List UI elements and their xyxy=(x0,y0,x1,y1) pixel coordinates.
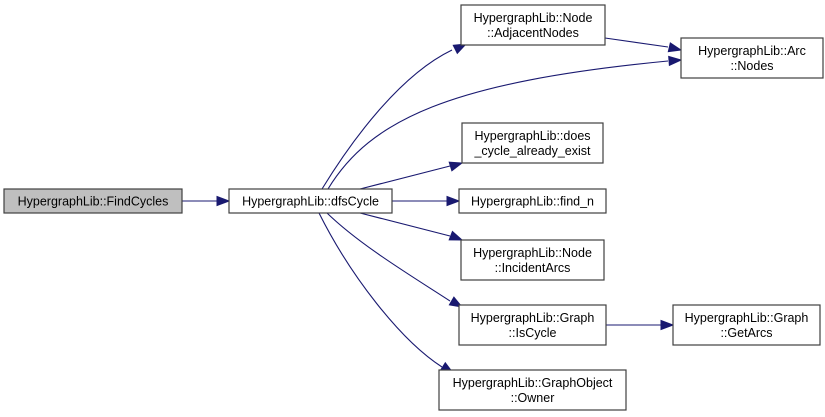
edge-line xyxy=(359,212,451,237)
edges-layer xyxy=(182,37,683,374)
edge-adjacentnodes-arcnodes xyxy=(604,37,683,53)
edge-dfscycle-findn xyxy=(392,195,461,207)
arrowhead-icon xyxy=(448,230,464,241)
node-label: HypergraphLib::Node xyxy=(474,11,593,25)
arrowhead-icon xyxy=(452,43,468,55)
node-box[interactable] xyxy=(461,122,604,164)
node-findcycles[interactable]: HypergraphLib::FindCycles xyxy=(3,188,183,214)
edge-line xyxy=(327,60,669,190)
arrowhead-icon xyxy=(668,55,683,67)
edge-dfscycle-owner xyxy=(318,212,455,374)
node-label: HypergraphLib::Arc xyxy=(698,44,806,58)
node-label: HypergraphLib::dfsCycle xyxy=(242,195,379,209)
node-box[interactable] xyxy=(680,37,824,79)
node-label: ::AdjacentNodes xyxy=(487,26,579,40)
node-label: HypergraphLib::Graph xyxy=(685,311,809,325)
edge-findcycles-dfscycle xyxy=(182,195,231,207)
edge-line xyxy=(318,212,443,368)
node-label: HypergraphLib::does xyxy=(474,129,590,143)
node-doescycle[interactable]: HypergraphLib::does_cycle_already_exist xyxy=(461,122,604,164)
node-box[interactable] xyxy=(3,188,183,214)
node-adjacentnodes[interactable]: HypergraphLib::Node::AdjacentNodes xyxy=(460,4,606,46)
node-label: ::GetArcs xyxy=(720,326,772,340)
node-findn[interactable]: HypergraphLib::find_n xyxy=(458,188,607,214)
node-label: HypergraphLib::find_n xyxy=(471,195,594,209)
edge-dfscycle-iscycle xyxy=(326,212,464,308)
node-owner[interactable]: HypergraphLib::GraphObject::Owner xyxy=(438,369,627,411)
edge-dfscycle-doescycle xyxy=(359,161,464,190)
arrowhead-icon xyxy=(448,161,464,172)
node-box[interactable] xyxy=(228,188,393,214)
node-label: HypergraphLib::FindCycles xyxy=(18,195,169,209)
edge-line xyxy=(321,49,453,190)
edge-line xyxy=(326,212,451,302)
node-box[interactable] xyxy=(458,188,607,214)
node-box[interactable] xyxy=(672,304,821,346)
edge-dfscycle-adjacentnodes xyxy=(321,43,468,190)
arrowhead-icon xyxy=(216,195,231,207)
node-box[interactable] xyxy=(460,239,605,281)
node-label: HypergraphLib::GraphObject xyxy=(453,376,613,390)
node-label: ::IncidentArcs xyxy=(495,261,571,275)
node-getarcs[interactable]: HypergraphLib::Graph::GetArcs xyxy=(672,304,821,346)
edge-iscycle-getarcs xyxy=(606,319,675,331)
node-box[interactable] xyxy=(458,304,607,346)
node-label: HypergraphLib::Node xyxy=(473,246,592,260)
edge-dfscycle-incidentarcs xyxy=(359,212,464,241)
node-incidentarcs[interactable]: HypergraphLib::Node::IncidentArcs xyxy=(460,239,605,281)
edge-line xyxy=(359,165,451,190)
node-label: ::Owner xyxy=(511,391,555,405)
arrowhead-icon xyxy=(446,195,461,207)
node-box[interactable] xyxy=(460,4,606,46)
edge-dfscycle-arcnodes xyxy=(327,55,683,190)
node-label: _cycle_already_exist xyxy=(473,144,591,158)
node-box[interactable] xyxy=(438,369,627,411)
node-label: ::IsCycle xyxy=(509,326,557,340)
edge-line xyxy=(604,37,669,48)
node-label: ::Nodes xyxy=(730,59,773,73)
node-iscycle[interactable]: HypergraphLib::Graph::IsCycle xyxy=(458,304,607,346)
node-dfscycle[interactable]: HypergraphLib::dfsCycle xyxy=(228,188,393,214)
node-arcnodes[interactable]: HypergraphLib::Arc::Nodes xyxy=(680,37,824,79)
arrowhead-icon xyxy=(660,319,675,331)
arrowhead-icon xyxy=(667,42,683,53)
node-label: HypergraphLib::Graph xyxy=(471,311,595,325)
